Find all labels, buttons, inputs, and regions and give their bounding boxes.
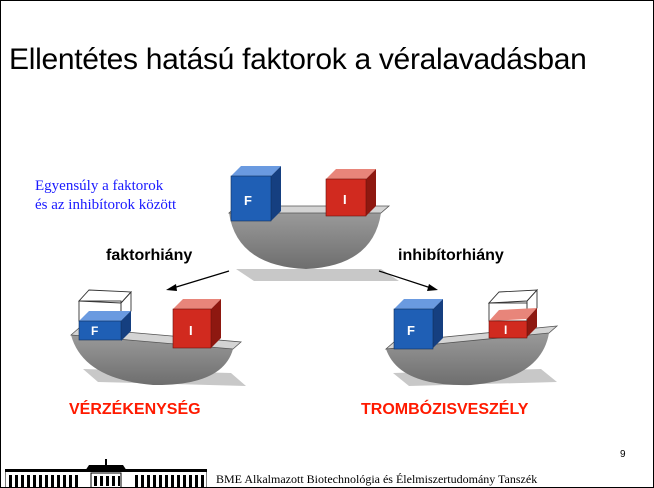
left-seesaw: F I: [70, 289, 246, 386]
right-arrow-line: [378, 270, 432, 289]
balanced-factor-letter: F: [244, 193, 252, 208]
balanced-inhibitor-cube: I: [325, 169, 376, 217]
left-arrow-line: [172, 270, 230, 289]
page-number: 9: [620, 449, 626, 460]
university-building-logo: [5, 459, 207, 487]
left-inhibitor-cube: I: [172, 299, 221, 349]
balanced-note: Egyensúly a faktorok és az inhibítorok k…: [35, 177, 176, 215]
right-inhibitor-cube: I: [487, 288, 539, 339]
footer-department: BME Alkalmazott Biotechnológia és Élelmi…: [216, 472, 538, 486]
left-inhibitor-letter: I: [189, 323, 193, 338]
right-outcome: TROMBÓZISVESZÉLY: [361, 401, 529, 418]
balanced-factor-cube: F: [230, 166, 281, 222]
right-arrowhead: [427, 284, 438, 291]
left-factor-letter: F: [91, 324, 98, 338]
seesaw-diagram: F I: [70, 166, 559, 386]
slide-title: Ellentétes hatású faktorok a véralavadás…: [9, 43, 587, 76]
right-seesaw: F I: [384, 288, 559, 386]
right-label: inhibítorhiány: [398, 247, 504, 264]
left-label: faktorhiány: [106, 247, 193, 264]
left-outcome: VÉRZÉKENYSÉG: [69, 401, 201, 418]
balanced-shadow: [236, 269, 399, 281]
balanced-note-line1: Egyensúly a faktorok: [35, 178, 164, 194]
balanced-seesaw: F I: [227, 166, 399, 281]
balanced-note-line2: és az inhibítorok között: [35, 197, 177, 213]
arrows: [166, 270, 438, 291]
left-factor-cube: F: [78, 289, 132, 341]
balanced-inhibitor-letter: I: [343, 192, 347, 207]
right-factor-letter: F: [407, 323, 415, 338]
balanced-bowl: [229, 213, 381, 269]
right-factor-cube: F: [393, 299, 443, 350]
left-arrowhead: [166, 284, 177, 291]
right-inhibitor-letter: I: [504, 323, 507, 337]
